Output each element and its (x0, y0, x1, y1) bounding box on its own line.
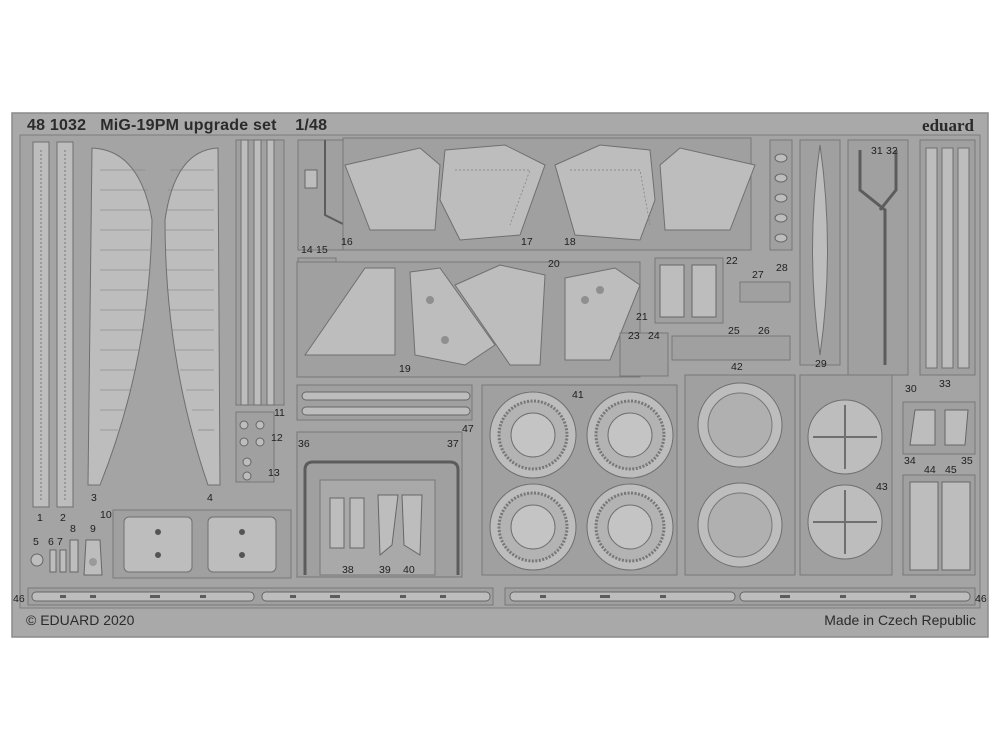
product-name: MiG-19PM upgrade set (100, 117, 277, 134)
part-number: 14 (301, 244, 313, 256)
part-number: 7 (57, 536, 63, 548)
part-number: 43 (876, 481, 888, 493)
part-number: 38 (342, 564, 354, 576)
part-number: 36 (298, 438, 310, 450)
part-number: 25 (728, 325, 740, 337)
part-number: 17 (521, 236, 533, 248)
part-number: 29 (815, 358, 827, 370)
part-number: 12 (271, 432, 283, 444)
part-number: 15 (316, 244, 328, 256)
part-number: 26 (758, 325, 770, 337)
part-number: 46 (13, 593, 25, 605)
part-number: 4 (207, 492, 213, 504)
part-11-rails (235, 139, 285, 406)
part-number: 22 (726, 255, 738, 267)
part-number: 42 (731, 361, 743, 373)
part-number: 18 (564, 236, 576, 248)
part-12-13-small (235, 411, 275, 483)
brand-logo: eduard (922, 116, 974, 135)
part-number: 20 (548, 258, 560, 270)
part-number: 11 (274, 407, 285, 419)
part-number: 45 (945, 464, 957, 476)
part-number: 27 (752, 269, 764, 281)
part-43-wheels (799, 374, 893, 576)
part-number: 30 (905, 383, 917, 395)
part-1-2-strips (32, 141, 74, 508)
part-number: 3 (91, 492, 97, 504)
part-number: 9 (90, 523, 96, 535)
product-code: 48 1032 (27, 117, 87, 134)
part-29-33 (799, 139, 976, 376)
part-number: 10 (100, 509, 112, 521)
part-34-45 (902, 401, 976, 576)
part-5-9-small (30, 539, 103, 576)
part-number: 24 (648, 330, 660, 342)
part-number: 46 (975, 593, 987, 605)
part-number: 19 (399, 363, 411, 375)
part-10-plates (112, 509, 292, 579)
part-number: 28 (776, 262, 788, 274)
part-number: 34 (904, 455, 916, 467)
part-number: 39 (379, 564, 391, 576)
product-title: 48 1032 MiG-19PM upgrade set 1/48 (27, 117, 327, 135)
part-number: 31 (871, 145, 883, 157)
part-number: 21 (636, 311, 648, 323)
part-47-strips (296, 384, 473, 421)
part-number: 1 (37, 512, 43, 524)
part-number: 5 (33, 536, 39, 548)
part-number: 37 (447, 438, 459, 450)
part-number: 23 (628, 330, 640, 342)
part-number: 16 (341, 236, 353, 248)
part-41-turbine-discs (481, 384, 678, 576)
part-number: 8 (70, 523, 76, 535)
origin-text: Made in Czech Republic (824, 612, 976, 628)
part-21-28 (619, 139, 793, 377)
part-3-4-panels (87, 147, 221, 486)
part-number: 41 (572, 389, 584, 401)
part-number: 2 (60, 512, 66, 524)
part-number: 6 (48, 536, 54, 548)
part-number: 33 (939, 378, 951, 390)
part-number: 35 (961, 455, 973, 467)
part-19-20-panels (296, 261, 641, 378)
part-number: 44 (924, 464, 936, 476)
part-number: 40 (403, 564, 415, 576)
part-number: 13 (268, 467, 280, 479)
part-number: 47 (462, 423, 474, 435)
part-number: 32 (886, 145, 898, 157)
product-scale: 1/48 (295, 117, 328, 134)
copyright-text: © EDUARD 2020 (26, 612, 135, 628)
part-36-40 (296, 431, 463, 578)
part-42-rings (684, 374, 796, 576)
part-17-18-panels (342, 137, 756, 251)
part-46-strips (27, 587, 976, 606)
